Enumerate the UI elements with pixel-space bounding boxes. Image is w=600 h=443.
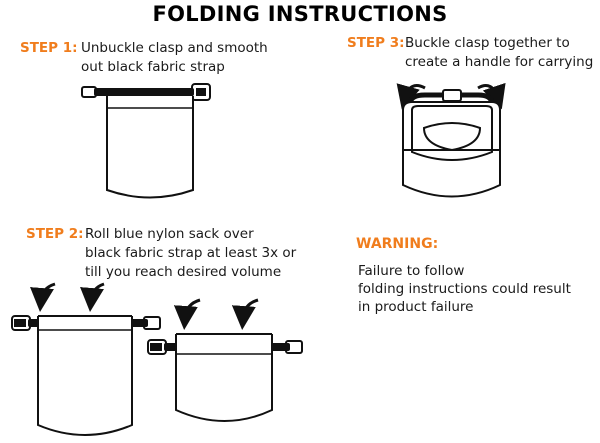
step-3-arrow-left	[396, 83, 426, 110]
step-2-sack-rolled	[175, 334, 273, 422]
step-2-bag-figure-tall	[11, 282, 161, 436]
step-1-label: STEP 1:	[20, 40, 78, 56]
step-1-line-2: out black fabric strap	[81, 59, 225, 75]
step-2-line-1: Roll blue nylon sack over	[85, 226, 254, 242]
warning-line-3: in product failure	[358, 299, 474, 315]
step-2-arrow-4	[231, 298, 259, 330]
step-2-arrow-1	[30, 282, 56, 312]
step-2-line-3: till you reach desired volume	[85, 264, 282, 280]
step-3-label: STEP 3:	[347, 35, 405, 51]
step-2-line-2: black fabric strap at least 3x or	[85, 245, 297, 261]
step-1-line-1: Unbuckle clasp and smooth	[81, 40, 268, 56]
step-1-strap	[81, 83, 211, 101]
step-1-sack	[106, 96, 194, 199]
step-2-label: STEP 2:	[26, 226, 84, 242]
warning-line-2: folding instructions could result	[358, 281, 571, 297]
page-title: FOLDING INSTRUCTIONS	[152, 2, 448, 26]
step-2-bag-figure-rolled	[147, 298, 303, 422]
step-2-arrow-2	[80, 282, 105, 312]
step-1-bag-figure	[81, 83, 211, 199]
step-3-arrow-right	[477, 82, 506, 110]
step-3-line-1: Buckle clasp together to	[405, 35, 570, 51]
warning-line-1: Failure to follow	[358, 263, 465, 279]
warning-label: WARNING:	[356, 236, 439, 252]
step-3-line-2: create a handle for carrying	[405, 54, 594, 70]
step-2-arrow-3	[173, 298, 201, 330]
step-2-sack-tall	[37, 316, 133, 436]
step-3-bag-figure	[396, 82, 506, 198]
